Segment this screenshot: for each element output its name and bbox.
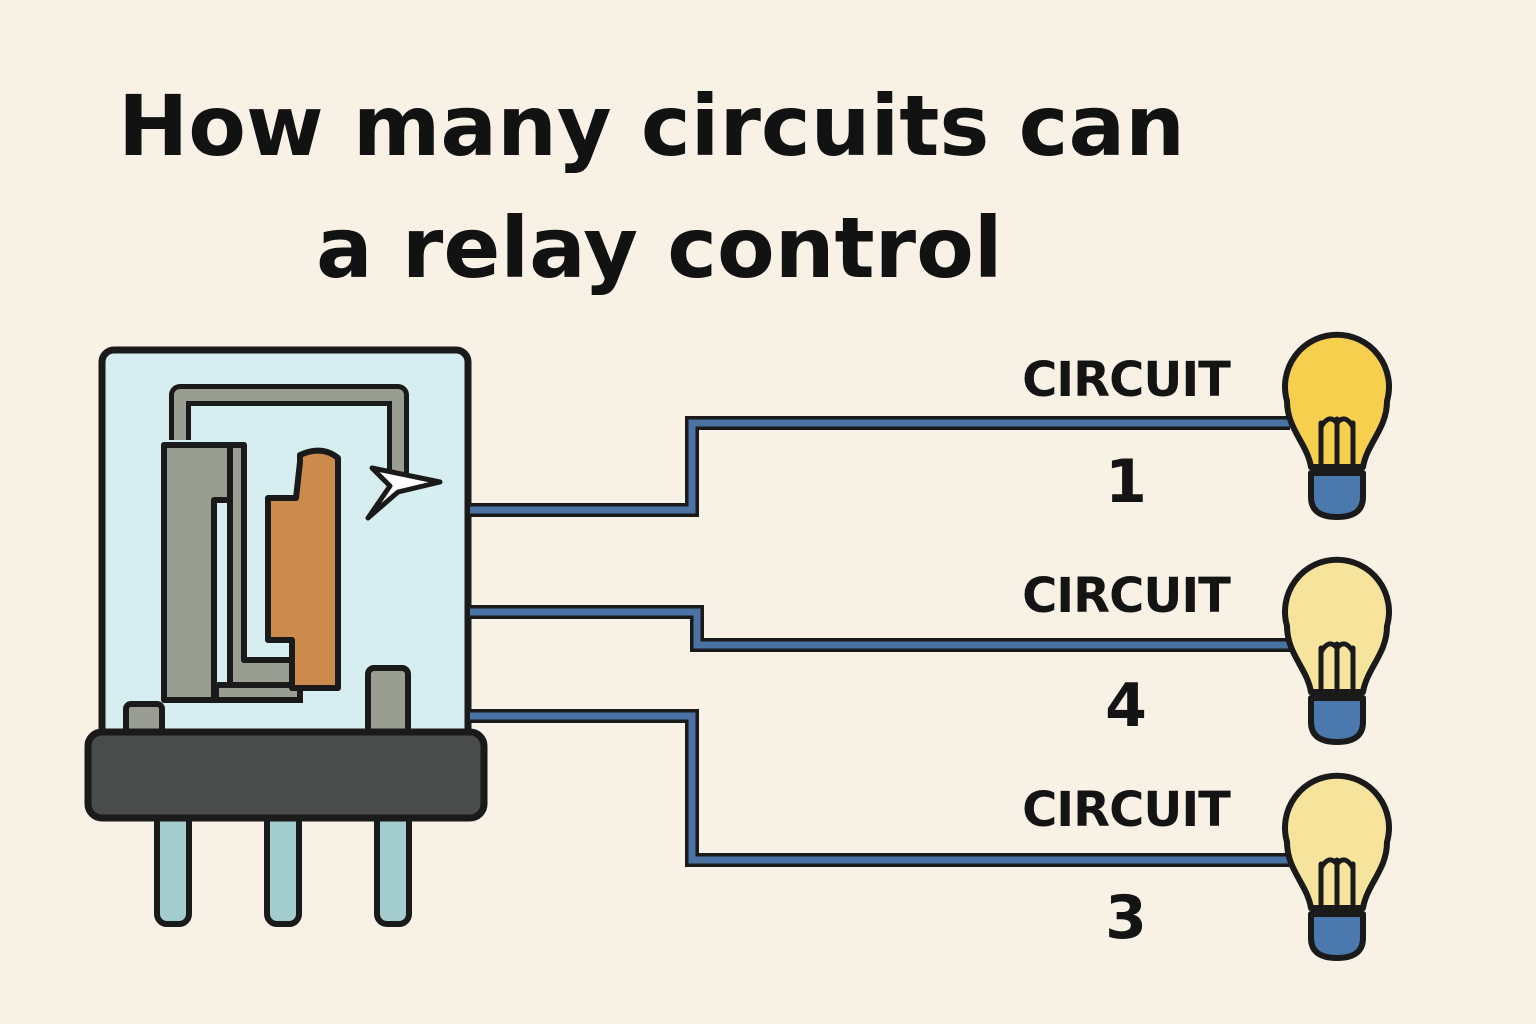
relay-icon [84,346,488,927]
lightbulb-icon [1282,331,1392,520]
relay-contact [365,465,443,521]
circuit-1-label: CIRCUIT [1022,352,1231,408]
relay-base [84,728,488,822]
title-line-2: a relay control [316,199,1003,297]
title-line-1: How many circuits can [118,77,1185,175]
lightbulb-icon [1282,556,1392,745]
relay-pin [374,805,412,927]
relay-coil [265,447,341,691]
circuit-2-number: 4 [1105,671,1147,741]
circuit-3-number: 3 [1105,883,1147,953]
relay-pin [264,805,302,927]
lightbulb-icon [1282,772,1392,961]
circuit-2-label: CIRCUIT [1022,568,1231,624]
circuit-3-label: CIRCUIT [1022,782,1231,838]
relay-pin [154,805,192,927]
circuit-1-number: 1 [1105,447,1147,517]
